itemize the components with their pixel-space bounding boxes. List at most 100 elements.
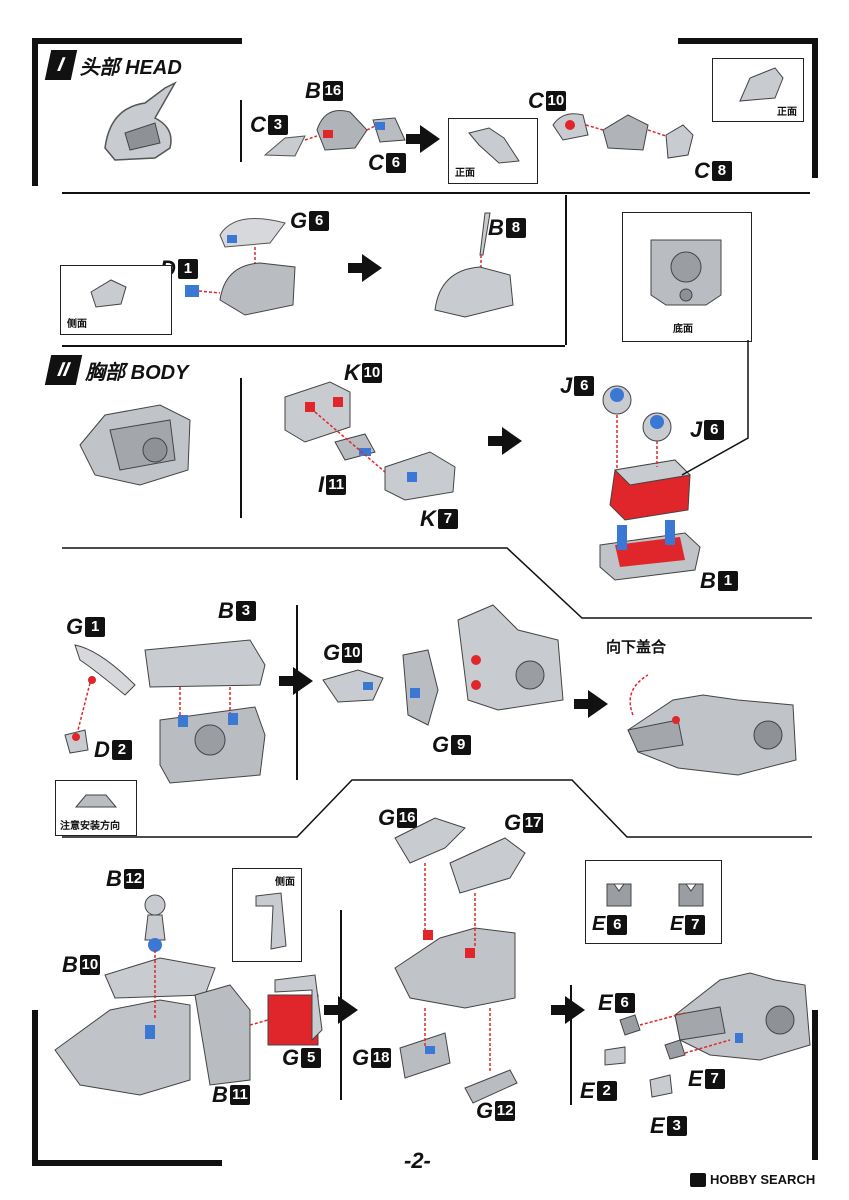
- caption-side: 侧面: [275, 877, 295, 888]
- letter: B: [305, 78, 321, 103]
- letter: G: [378, 805, 396, 830]
- caption-side: 侧面: [67, 319, 87, 330]
- letter: G: [282, 1045, 300, 1070]
- step-arrow-1: [406, 125, 440, 153]
- divider-v-body1: [240, 378, 242, 518]
- logo-text: HOBBY SEARCH: [710, 1172, 816, 1187]
- number: 16: [397, 808, 418, 828]
- caption-front: 正面: [455, 168, 475, 179]
- divider-body-row: [62, 547, 812, 619]
- e6-part-icon: [606, 883, 632, 907]
- body-final-assembly: [604, 972, 811, 1098]
- number: 9: [451, 735, 472, 755]
- letter: E: [670, 913, 684, 935]
- frame-bottom-left-side: [32, 1010, 38, 1166]
- head-assembly-d1-g6: [185, 218, 296, 316]
- letter: C: [528, 88, 544, 113]
- head-parts-assembly-2: [552, 113, 694, 159]
- letter: E: [688, 1066, 703, 1091]
- frame-top-left: [32, 38, 242, 44]
- number: 3: [267, 115, 288, 135]
- letter: C: [694, 158, 710, 183]
- divider-head-body: [62, 345, 565, 347]
- orientation-part-icon: [74, 794, 118, 808]
- letter: B: [106, 866, 122, 891]
- body-front-assembly: [64, 639, 266, 784]
- body-frame-assembly: [284, 381, 456, 501]
- letter: G: [504, 810, 522, 835]
- number: 11: [229, 1085, 250, 1105]
- divider-v-row2: [565, 195, 567, 345]
- number: 1: [717, 571, 738, 591]
- instruction-close-down: 向下盖合: [606, 639, 667, 656]
- section-title: 头部 HEAD: [79, 56, 182, 79]
- number: 2: [111, 740, 132, 760]
- divider-row4-row5: [62, 779, 812, 838]
- step-arrow-7: [551, 996, 585, 1024]
- letter: C: [368, 150, 384, 175]
- number: 16: [322, 81, 343, 101]
- step-arrow-4: [279, 667, 313, 695]
- letter: G: [352, 1045, 370, 1070]
- number: 12: [123, 869, 144, 889]
- head-assembly-b8: [434, 212, 514, 318]
- pointer-line-bottom: [681, 340, 749, 476]
- section-title: 胸部 BODY: [85, 361, 189, 384]
- section-number: II: [44, 355, 83, 385]
- hobby-search-logo: HOBBY SEARCH: [690, 1172, 815, 1187]
- frame-top-right: [678, 38, 818, 44]
- letter: G: [432, 732, 450, 757]
- letter: E: [580, 1078, 595, 1103]
- letter: D: [94, 737, 110, 762]
- part-side-view: [90, 279, 127, 308]
- number: 6: [385, 153, 406, 173]
- letter: B: [212, 1082, 228, 1107]
- callout-side-1: 侧面: [60, 265, 172, 335]
- number: 17: [523, 813, 544, 833]
- number: 6: [309, 211, 330, 231]
- number: 7: [685, 914, 706, 935]
- number: 1: [85, 617, 106, 637]
- divider-head-row: [62, 192, 810, 194]
- caption-front: 正面: [777, 107, 797, 118]
- head-complete-illustration: [104, 81, 177, 161]
- number: 7: [437, 509, 458, 529]
- logo-icon: [690, 1172, 706, 1187]
- part-front-view: [468, 127, 520, 164]
- number: 18: [371, 1048, 392, 1068]
- letter: G: [476, 1098, 494, 1123]
- divider-v-head1: [240, 100, 242, 162]
- letter: K: [344, 360, 360, 385]
- letter: E: [598, 990, 613, 1015]
- letter: B: [62, 952, 78, 977]
- caption-bottom: 底面: [673, 324, 693, 335]
- frame-bottom-right-side: [812, 1010, 818, 1160]
- letter: I: [318, 472, 325, 497]
- head-parts-assembly-1: [263, 110, 406, 157]
- section-number: I: [44, 50, 77, 80]
- number: 10: [545, 91, 566, 111]
- number: 3: [235, 601, 256, 621]
- letter: B: [488, 215, 504, 240]
